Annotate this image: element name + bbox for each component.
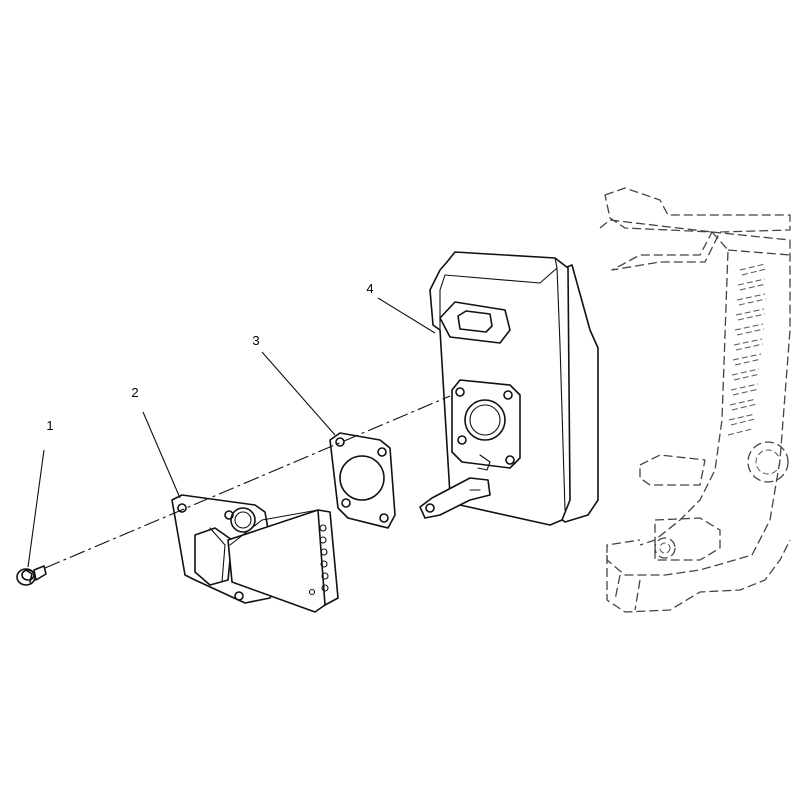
muffler-part-4 [419, 251, 599, 526]
assembly-axis-line [44, 395, 451, 569]
leader-line-2 [142, 411, 181, 499]
housing-frame-phantom [599, 187, 791, 613]
gasket-part-3 [329, 432, 396, 529]
leader-line-4 [377, 297, 436, 334]
leader-line-3 [261, 351, 336, 436]
vent-holes [308, 524, 329, 596]
leader-line-1 [27, 449, 45, 568]
callout-label-2: 2 [131, 385, 138, 400]
callout-label-1: 1 [46, 418, 53, 433]
screw-part-1 [16, 565, 47, 586]
callout-label-3: 3 [252, 333, 259, 348]
deflector-part-2 [171, 494, 339, 613]
callout-label-4: 4 [366, 281, 373, 296]
